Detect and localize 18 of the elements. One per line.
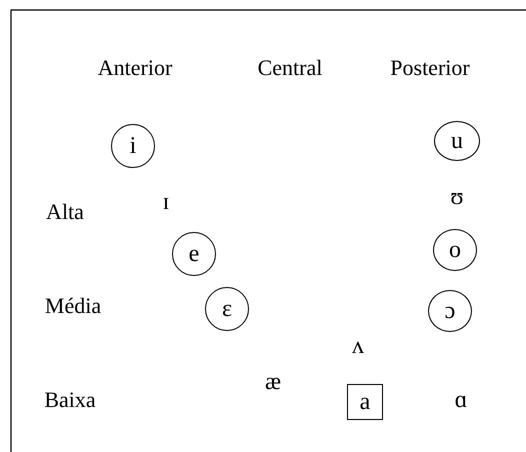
axis-label: Posterior — [390, 56, 470, 80]
vowel-symbol: ʊ — [450, 184, 464, 210]
vowel-circle: ɔ — [428, 290, 472, 332]
vowel-circle: e — [172, 232, 216, 276]
vowel-symbol: ɪ — [162, 188, 170, 216]
vowel-circle: ɛ — [205, 287, 249, 331]
vowel-symbol: ɑ — [454, 386, 468, 414]
vowel-circle: i — [111, 124, 155, 168]
vowel-circle: u — [434, 121, 480, 161]
axis-label: Anterior — [98, 56, 172, 80]
vowel-symbol: ʌ — [352, 332, 364, 360]
vowel-box: a — [347, 384, 383, 420]
vowel-symbol: æ — [265, 368, 281, 396]
axis-label: Baixa — [44, 388, 96, 412]
axis-label: Média — [44, 294, 102, 318]
axis-label: Central — [258, 56, 322, 80]
axis-label: Alta — [46, 200, 84, 224]
vowel-circle: o — [433, 229, 477, 271]
